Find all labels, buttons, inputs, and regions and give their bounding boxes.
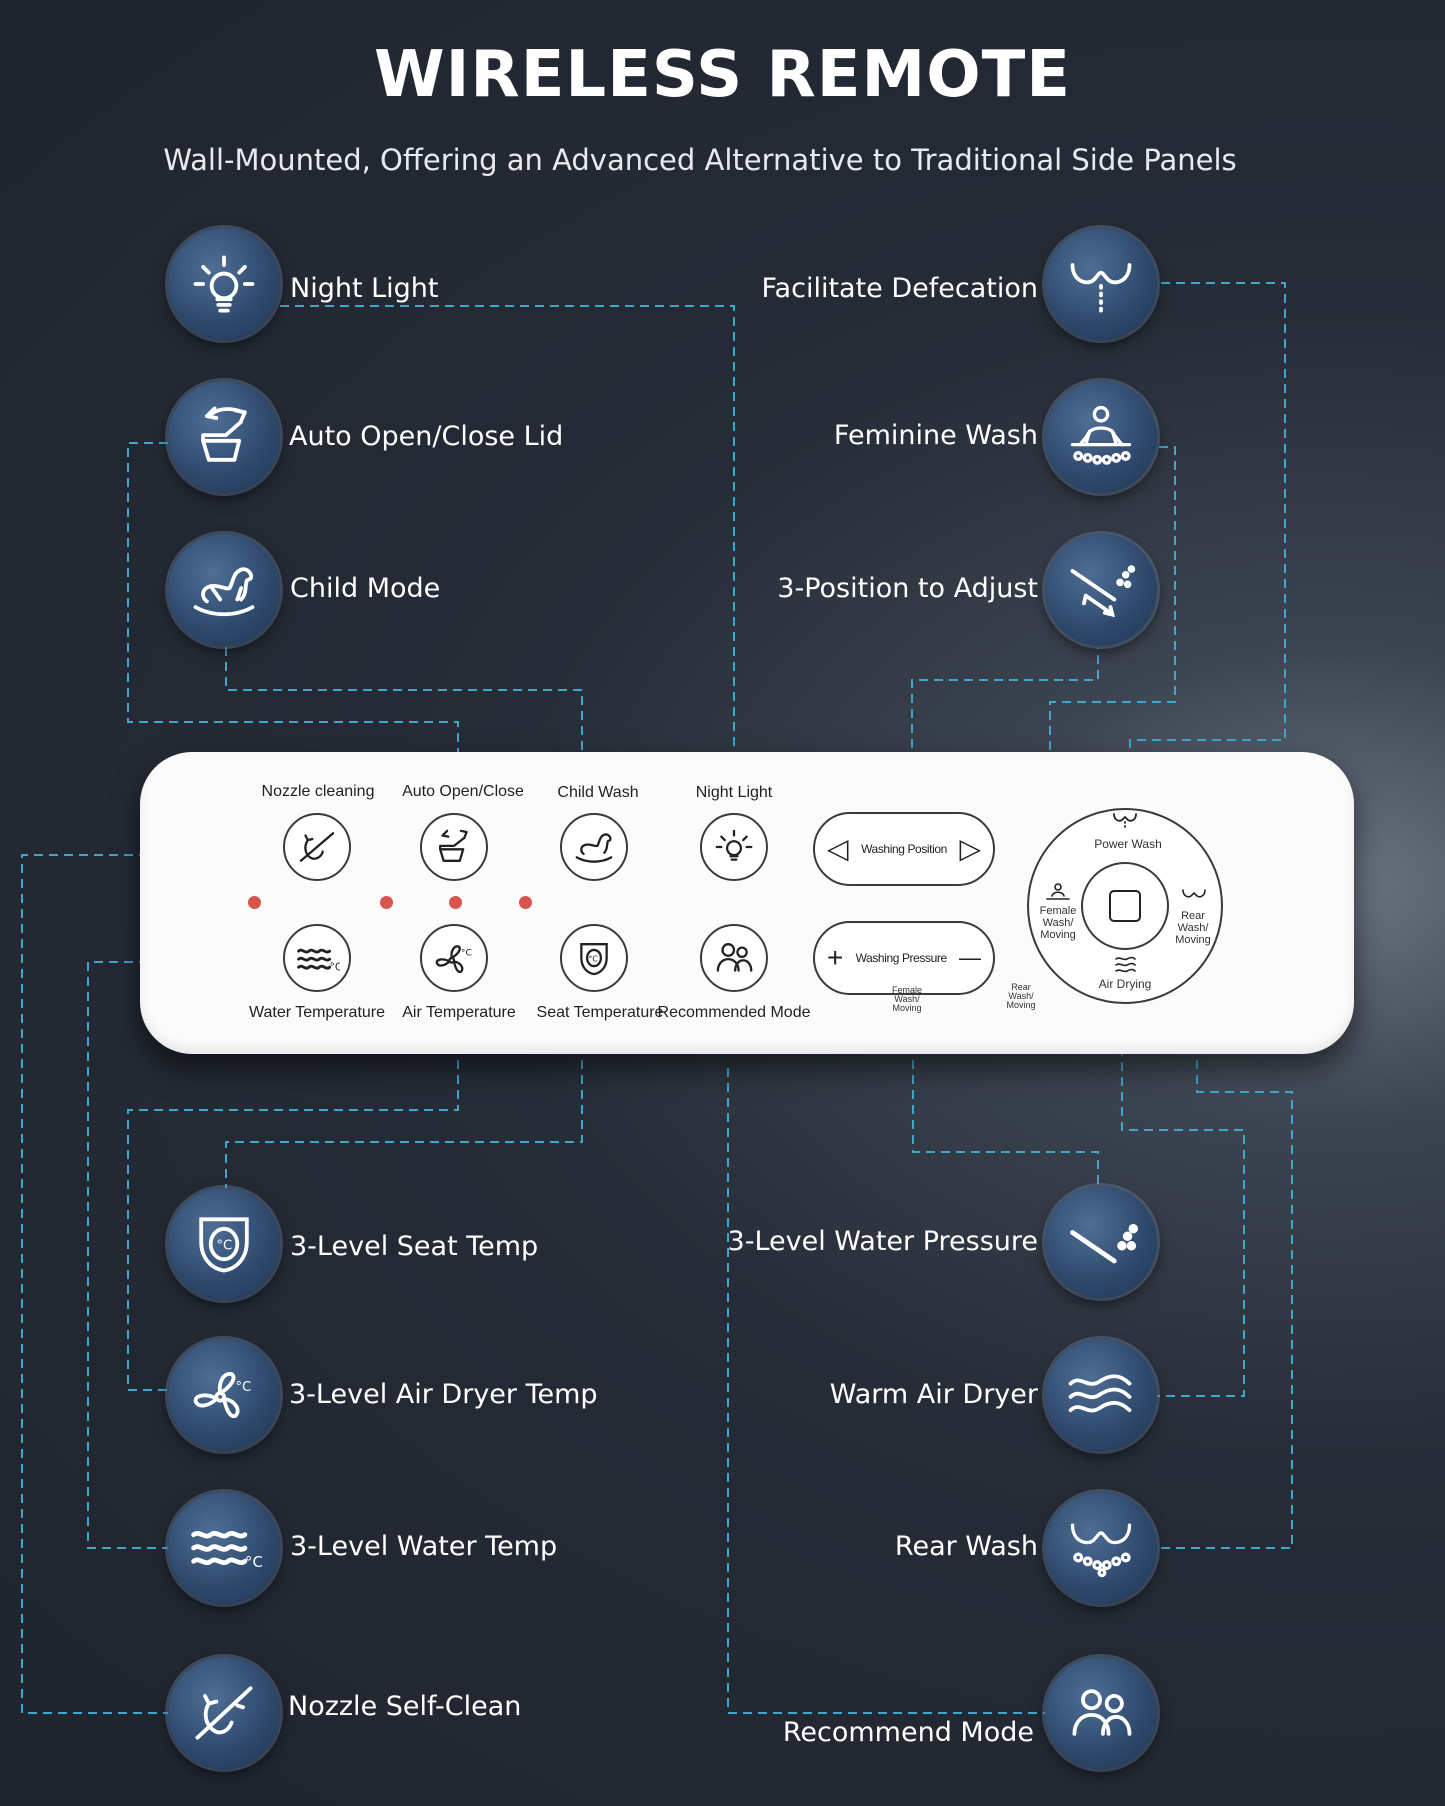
power-wash-icon — [1045, 228, 1157, 340]
water-temp-icon: °C — [168, 1492, 280, 1604]
feature-recommend-mode-label: Recommend Mode — [782, 1717, 1034, 1748]
dial-female-wash-label[interactable]: Female Wash/ Moving — [1039, 905, 1077, 941]
page-title: WIRELESS REMOTE — [374, 38, 1071, 112]
washing-position-control[interactable]: ◁ Washing Position ▷ — [813, 812, 995, 886]
remote-label-nozzle: Nozzle cleaning — [261, 783, 375, 800]
feature-nozzle-clean-label: Nozzle Self-Clean — [288, 1691, 522, 1722]
feature-warm-air-label: Warm Air Dryer — [829, 1379, 1038, 1410]
dial-power-wash-label[interactable]: Power Wash — [1094, 837, 1162, 851]
remote-child-wash-button[interactable] — [560, 813, 628, 881]
feature-rear-wash-label: Rear Wash — [894, 1531, 1038, 1562]
feature-air-dryer-label: 3-Level Air Dryer Temp — [289, 1379, 598, 1410]
position-right-button[interactable]: ▷ — [959, 833, 981, 864]
washing-pressure-control[interactable]: + Washing Pressure — — [813, 921, 995, 995]
feminine-wash-icon — [1045, 381, 1157, 493]
remote-label-recommended: Recommended Mode — [657, 1004, 811, 1021]
seat-temp-icon: °C — [168, 1188, 280, 1300]
remote-label-seat-temp: Seat Temperature — [536, 1004, 664, 1021]
lid-icon — [439, 829, 468, 862]
nozzle-clean-icon — [299, 832, 335, 862]
feature-position-adjust-label: 3-Position to Adjust — [777, 573, 1038, 604]
rear-wash-icon — [1045, 1492, 1157, 1604]
dial-rear-wash-label[interactable]: Rear Wash/ Moving — [1175, 910, 1211, 946]
dial-air-drying-label[interactable]: Air Drying — [1098, 977, 1152, 991]
svg-text:°C: °C — [245, 1553, 262, 1571]
fan-icon: °C — [168, 1339, 280, 1451]
nozzle-clean-icon — [168, 1657, 280, 1769]
warm-air-icon — [1045, 1339, 1157, 1451]
remote-nozzle-button[interactable] — [283, 813, 351, 881]
stop-icon — [1109, 890, 1141, 922]
remote-label-water-temp: Water Temperature — [248, 1004, 386, 1021]
feature-water-temp-label: 3-Level Water Temp — [290, 1531, 558, 1562]
seat-temp-icon: °C — [580, 943, 608, 976]
feature-water-pressure-label: 3-Level Water Pressure — [727, 1226, 1038, 1257]
page-subtitle: Wall-Mounted, Offering an Advanced Alter… — [163, 143, 1237, 177]
position-left-button[interactable]: ◁ — [827, 833, 849, 864]
svg-text:°C: °C — [235, 1380, 251, 1395]
position-adjust-icon — [1045, 534, 1157, 646]
washing-position-label: Washing Position — [861, 842, 947, 856]
rear-wash-icon — [1182, 889, 1206, 898]
light-bulb-icon — [715, 829, 753, 861]
light-bulb-icon — [168, 228, 280, 340]
indicator-dot — [248, 896, 261, 909]
pressure-plus-button[interactable]: + — [827, 942, 844, 973]
rocking-horse-icon — [575, 833, 613, 863]
feature-night-light-label: Night Light — [290, 273, 439, 304]
feature-feminine-wash-label: Feminine Wash — [833, 420, 1038, 451]
air-drying-icon — [1115, 956, 1136, 973]
users-icon — [1045, 1657, 1157, 1769]
remote-label-night-light: Night Light — [695, 784, 773, 801]
svg-text:°C: °C — [588, 954, 598, 963]
remote-label-auto-open: Auto Open/Close — [402, 783, 524, 800]
remote-label-child-wash: Child Wash — [557, 784, 639, 801]
remote-night-light-button[interactable] — [700, 813, 768, 881]
pressure-note-female: Female Wash/ Moving — [891, 985, 922, 1013]
remote-water-temp-button[interactable]: °C — [283, 924, 351, 992]
feature-child-mode-label: Child Mode — [290, 573, 441, 604]
dial-stop-button[interactable] — [1081, 862, 1169, 950]
indicator-dot — [519, 896, 532, 909]
users-icon — [716, 943, 753, 972]
lid-icon — [168, 381, 280, 493]
remote-recommended-button[interactable] — [700, 924, 768, 992]
water-pressure-icon — [1045, 1186, 1157, 1298]
power-wash-icon — [1113, 813, 1137, 828]
svg-text:°C: °C — [216, 1239, 232, 1254]
water-temp-icon: °C — [297, 948, 340, 974]
indicator-dot — [449, 896, 462, 909]
feminine-wash-icon — [1046, 883, 1070, 900]
svg-text:°C: °C — [461, 948, 472, 959]
feature-auto-lid-label: Auto Open/Close Lid — [289, 421, 564, 452]
remote-auto-open-button[interactable] — [420, 813, 488, 881]
svg-text:°C: °C — [330, 962, 340, 974]
remote-label-air-temp: Air Temperature — [402, 1004, 516, 1021]
fan-icon: °C — [435, 945, 472, 974]
feature-seat-temp-label: 3-Level Seat Temp — [290, 1231, 539, 1262]
washing-pressure-label: Washing Pressure — [855, 951, 948, 965]
pressure-minus-button[interactable]: — — [959, 945, 981, 970]
remote-air-temp-button[interactable]: °C — [420, 924, 488, 992]
rocking-horse-icon — [168, 534, 280, 646]
indicator-dot — [380, 896, 393, 909]
pressure-note-rear: Rear Wash/ Moving — [1006, 982, 1036, 1010]
remote-seat-temp-button[interactable]: °C — [560, 924, 628, 992]
feature-defecation-label: Facilitate Defecation — [761, 273, 1039, 304]
